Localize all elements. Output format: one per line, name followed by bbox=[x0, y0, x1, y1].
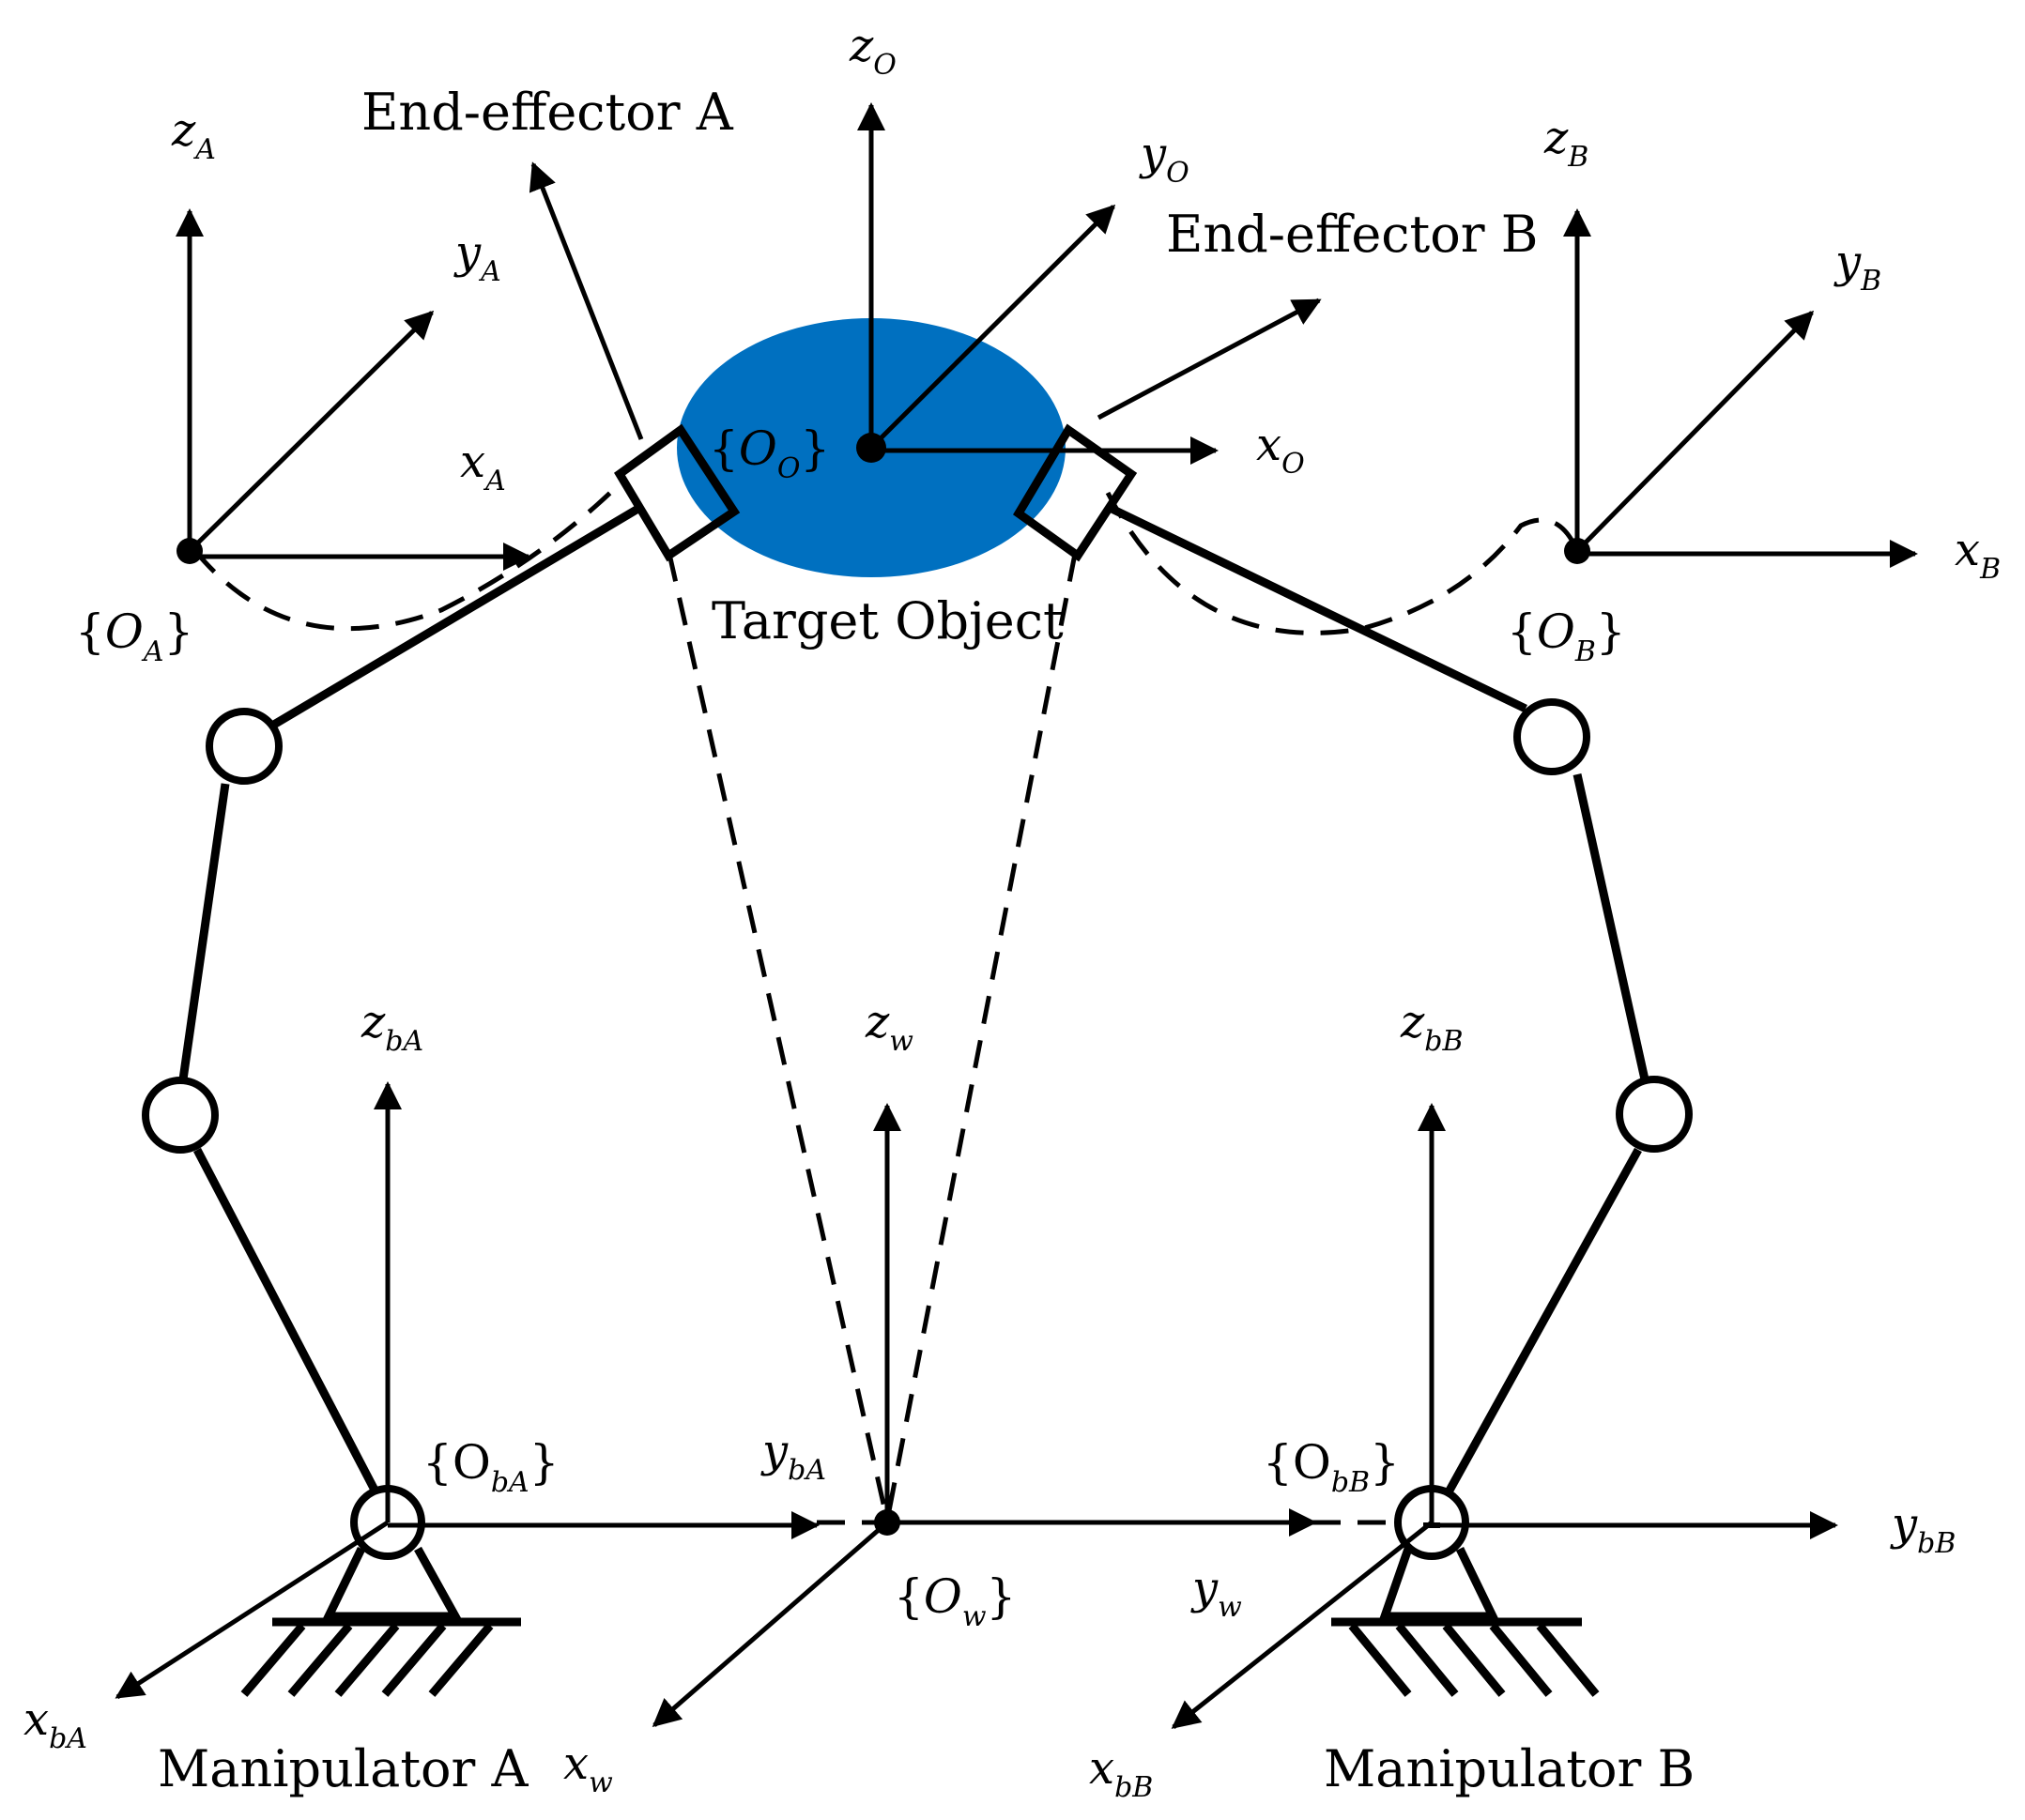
axis-yA-arrow bbox=[188, 310, 435, 553]
end-effector-a-gripper bbox=[614, 423, 741, 562]
base-a-hatch bbox=[240, 1623, 306, 1697]
origin-dot-Ow bbox=[874, 1509, 900, 1536]
joint-a-3 bbox=[206, 708, 283, 785]
axis-label-zA: zA bbox=[171, 104, 216, 166]
base-b-hatch bbox=[1536, 1623, 1600, 1697]
axis-label-xA: xA bbox=[460, 436, 506, 497]
base-b bbox=[1331, 1547, 1600, 1697]
base-a-hatch bbox=[381, 1623, 447, 1697]
end-effector-a-axis-arrow bbox=[529, 161, 644, 440]
axis-label-zbA: zbA bbox=[361, 996, 423, 1058]
manipulator-b-link-3 bbox=[1106, 502, 1527, 713]
manipulator-b-label: Manipulator B bbox=[1324, 1739, 1695, 1798]
axis-label-xO: xO bbox=[1256, 419, 1305, 481]
base-b-hatch bbox=[1489, 1623, 1553, 1697]
axis-label-xbB: xbB bbox=[1089, 1742, 1153, 1804]
axis-xbB-arrow bbox=[1171, 1521, 1434, 1729]
dashed-line-ee-a-to-ow bbox=[667, 553, 890, 1522]
target-object-label: Target Object bbox=[712, 591, 1064, 650]
axis-label-xw: xw bbox=[563, 1737, 613, 1799]
manipulator-a-link-2 bbox=[178, 783, 230, 1080]
joint-a-2 bbox=[142, 1077, 219, 1154]
origin-dot-OO bbox=[856, 433, 886, 463]
base-b-hatch bbox=[1348, 1623, 1412, 1697]
frame-label-Ow: {Ow} bbox=[894, 1569, 1016, 1633]
end-effector-a-label: End-effector A bbox=[361, 83, 734, 142]
end-effector-b-label: End-effector B bbox=[1166, 205, 1538, 264]
frame-label-OB: {OB} bbox=[1507, 604, 1626, 668]
base-a-support bbox=[321, 1546, 463, 1621]
manipulator-b-link-1 bbox=[1442, 1147, 1642, 1500]
frame-label-ObA: {ObA} bbox=[422, 1435, 560, 1499]
base-a-hatch bbox=[287, 1623, 353, 1697]
base-b-support bbox=[1378, 1547, 1500, 1621]
base-b-hatch bbox=[1395, 1623, 1459, 1697]
axis-label-zO: zO bbox=[849, 20, 897, 82]
base-b-hatch bbox=[1442, 1623, 1506, 1697]
axis-label-yO: yO bbox=[1139, 128, 1189, 190]
frame-label-ObB: {ObB} bbox=[1263, 1435, 1400, 1499]
axis-label-zw: zw bbox=[865, 996, 913, 1058]
origin-dots bbox=[176, 433, 1590, 1536]
manipulator-b-links bbox=[1106, 502, 1649, 1500]
dashed-curve-a bbox=[193, 491, 612, 632]
end-effector-b-axis-arrow bbox=[1097, 298, 1322, 421]
axis-label-yA: yA bbox=[453, 226, 501, 288]
axis-label-yB: yB bbox=[1833, 236, 1881, 298]
manipulator-a-link-1 bbox=[193, 1147, 382, 1500]
joints bbox=[142, 698, 1693, 1560]
axis-label-ybB: ybB bbox=[1890, 1498, 1956, 1560]
axis-xbA-arrow bbox=[115, 1520, 390, 1700]
origin-dot-OA bbox=[176, 538, 203, 564]
manipulator-a-link-3 bbox=[269, 503, 644, 729]
axis-label-xB: xB bbox=[1955, 524, 2001, 586]
joint-b-3 bbox=[1513, 698, 1590, 775]
axis-label-yw: yw bbox=[1190, 1562, 1242, 1624]
base-a bbox=[240, 1546, 521, 1697]
axis-yO-arrow bbox=[869, 204, 1116, 450]
axis-label-xbA: xbA bbox=[23, 1693, 87, 1755]
end-effector-b-gripper bbox=[1013, 423, 1138, 562]
joint-b-2 bbox=[1616, 1076, 1693, 1153]
axis-yB-arrow bbox=[1575, 310, 1815, 553]
base-a-hatch bbox=[428, 1623, 494, 1697]
origin-dot-OB bbox=[1564, 538, 1590, 564]
axis-label-zbB: zbB bbox=[1400, 996, 1464, 1058]
manipulator-a-links bbox=[178, 503, 644, 1500]
base-a-hatch bbox=[334, 1623, 400, 1697]
axes-arrows bbox=[115, 102, 1918, 1729]
manipulator-b-link-2 bbox=[1572, 773, 1649, 1080]
axis-label-ybA: ybA bbox=[760, 1425, 826, 1487]
frame-label-OO: {OO} bbox=[709, 421, 830, 485]
axis-xw-arrow bbox=[652, 1521, 889, 1727]
grippers bbox=[614, 423, 1138, 562]
axis-label-zB: zB bbox=[1543, 112, 1588, 174]
frame-label-OA: {OA} bbox=[75, 604, 193, 668]
dashed-line-ee-b-to-ow bbox=[884, 553, 1078, 1522]
manipulator-a-label: Manipulator A bbox=[158, 1739, 529, 1798]
